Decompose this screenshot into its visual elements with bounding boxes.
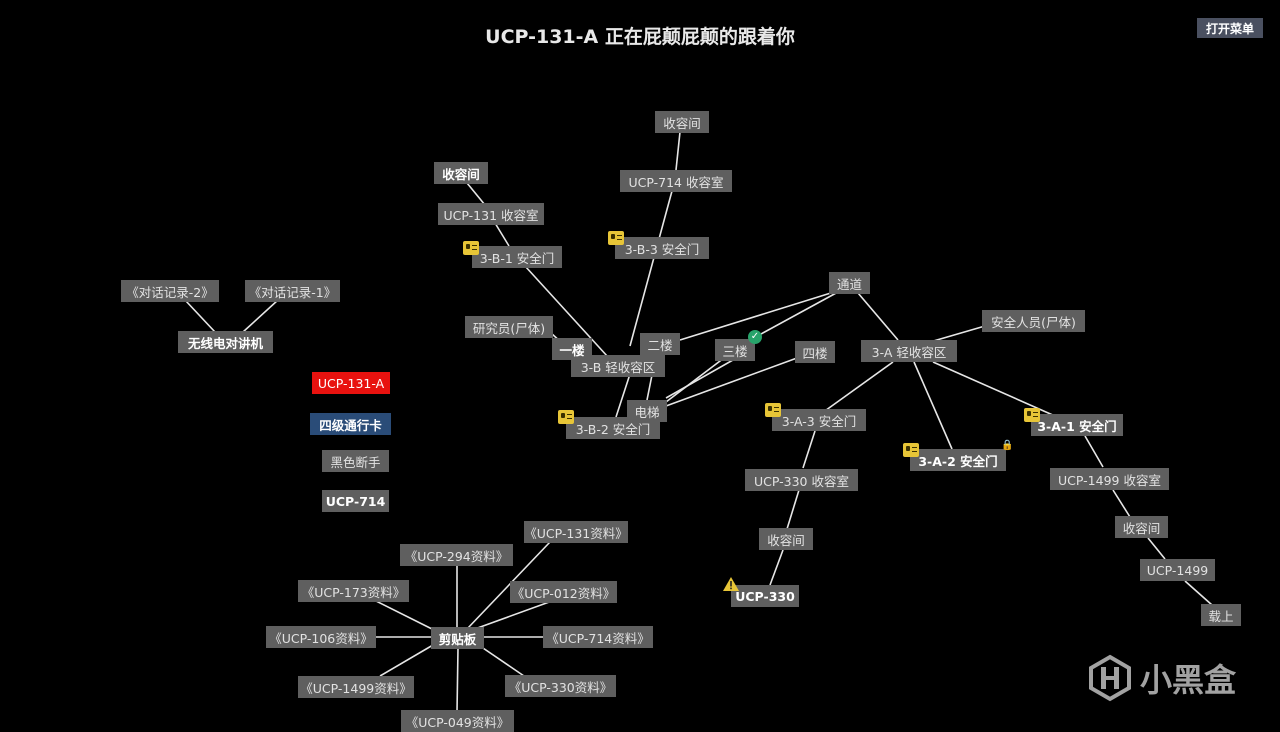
doc-ucp-131[interactable]: 《UCP-131资料》 — [524, 521, 628, 543]
map-node-elevator[interactable]: 电梯 — [627, 400, 667, 422]
map-node-researcher-corpse[interactable]: 研究员(尸体) — [465, 316, 553, 338]
map-node-upload[interactable]: 载上 — [1201, 604, 1241, 626]
link — [786, 489, 800, 530]
watermark-text: 小黑盒 — [1140, 661, 1237, 699]
link — [1084, 435, 1104, 468]
link — [665, 357, 798, 407]
doc-ucp-330[interactable]: 《UCP-330资料》 — [505, 675, 616, 697]
doc-ucp-049[interactable]: 《UCP-049资料》 — [401, 710, 514, 732]
map-node-ucp-131-room[interactable]: UCP-131 收容室 — [438, 203, 544, 225]
map-node-containment-cell-131[interactable]: 收容间 — [434, 162, 488, 184]
keycard-icon — [463, 241, 479, 255]
link — [524, 265, 609, 358]
link — [1184, 580, 1213, 606]
map-node-zone-3b[interactable]: 3-B 轻收容区 — [571, 355, 665, 377]
inventory-item-ucp-131-a[interactable]: UCP-131-A — [312, 372, 390, 394]
watermark: 小黑盒 — [1088, 650, 1248, 706]
map-node-door-3a3[interactable]: 3-A-3 安全门 — [772, 409, 866, 431]
link — [665, 355, 741, 399]
open-menu-button[interactable]: 打开菜单 — [1197, 18, 1263, 38]
map-node-ucp-1499-room[interactable]: UCP-1499 收容室 — [1050, 468, 1169, 490]
inventory-item-keycard-4[interactable]: 四级通行卡 — [310, 413, 391, 435]
link — [857, 292, 899, 341]
doc-ucp-012[interactable]: 《UCP-012资料》 — [510, 581, 617, 603]
doc-ucp-173[interactable]: 《UCP-173资料》 — [298, 580, 409, 602]
map-node-floor-2[interactable]: 二楼 — [640, 333, 680, 355]
doc-ucp-1499[interactable]: 《UCP-1499资料》 — [298, 676, 414, 698]
link — [675, 131, 681, 171]
page-title: UCP-131-A 正在屁颠屁颠的跟着你 — [485, 26, 795, 48]
link — [615, 373, 631, 418]
link — [184, 299, 216, 333]
link — [379, 644, 434, 677]
map-node-door-3b1[interactable]: 3-B-1 安全门 — [472, 246, 562, 268]
map-node-door-3b2[interactable]: 3-B-2 安全门 — [566, 417, 660, 439]
link — [821, 361, 894, 414]
keycard-icon — [608, 231, 624, 245]
link — [369, 597, 435, 631]
dialogue-log-1[interactable]: 《对话记录-1》 — [245, 280, 340, 302]
doc-ucp-106[interactable]: 《UCP-106资料》 — [266, 626, 376, 648]
link — [466, 541, 551, 630]
map-node-zone-3a[interactable]: 3-A 轻收容区 — [861, 340, 957, 362]
lock-icon: 🔒 — [1001, 440, 1014, 451]
link — [646, 374, 653, 401]
radio-walkie-talkie[interactable]: 无线电对讲机 — [178, 331, 273, 353]
keycard-icon — [1024, 408, 1040, 422]
dialogue-log-2[interactable]: 《对话记录-2》 — [121, 280, 219, 302]
link — [749, 291, 839, 341]
link — [913, 361, 953, 450]
map-node-floor-3[interactable]: 三楼 — [715, 339, 755, 361]
warning-icon — [723, 577, 739, 591]
link — [1147, 537, 1166, 560]
doc-ucp-714[interactable]: 《UCP-714资料》 — [543, 626, 653, 648]
link — [665, 357, 725, 403]
keycard-icon — [903, 443, 919, 457]
map-node-corridor[interactable]: 通道 — [829, 272, 870, 294]
map-node-door-3a1[interactable]: 3-A-1 安全门 — [1031, 414, 1123, 436]
map-node-guard-corpse[interactable]: 安全人员(尸体) — [982, 310, 1085, 332]
map-node-containment-cell-714[interactable]: 收容间 — [655, 111, 709, 133]
map-node-floor-1[interactable]: 一楼 — [552, 338, 592, 360]
keycard-icon — [558, 410, 574, 424]
check-icon: ✓ — [748, 330, 762, 344]
link — [471, 600, 553, 631]
inventory-item-black-hand[interactable]: 黑色断手 — [322, 450, 389, 472]
inventory-item-ucp-714[interactable]: UCP-714 — [322, 490, 389, 512]
map-node-ucp-330-room[interactable]: UCP-330 收容室 — [745, 469, 858, 491]
map-node-door-3b3[interactable]: 3-B-3 安全门 — [615, 237, 709, 259]
map-node-ucp-330[interactable]: UCP-330 — [731, 585, 799, 607]
doc-ucp-294[interactable]: 《UCP-294资料》 — [400, 544, 513, 566]
link — [769, 549, 784, 586]
link — [929, 325, 986, 343]
link — [242, 299, 279, 333]
link — [479, 645, 525, 677]
link — [802, 430, 816, 469]
link — [679, 291, 835, 341]
link — [494, 222, 510, 247]
map-node-floor-4[interactable]: 四楼 — [795, 341, 835, 363]
keycard-icon — [765, 403, 781, 417]
map-node-door-3a2[interactable]: 3-A-2 安全门 — [910, 449, 1006, 471]
clipboard-hub[interactable]: 剪贴板 — [431, 627, 484, 649]
watermark-logo-icon — [1089, 654, 1131, 702]
link — [466, 182, 486, 206]
link — [1112, 489, 1131, 518]
map-node-containment-cell-330[interactable]: 收容间 — [759, 528, 813, 550]
map-node-ucp-1499[interactable]: UCP-1499 — [1140, 559, 1215, 581]
map-node-ucp-714-room[interactable]: UCP-714 收容室 — [620, 170, 732, 192]
link — [456, 647, 459, 713]
map-node-containment-cell-1499[interactable]: 收容间 — [1115, 516, 1168, 538]
link — [629, 190, 673, 347]
link — [932, 361, 1056, 417]
